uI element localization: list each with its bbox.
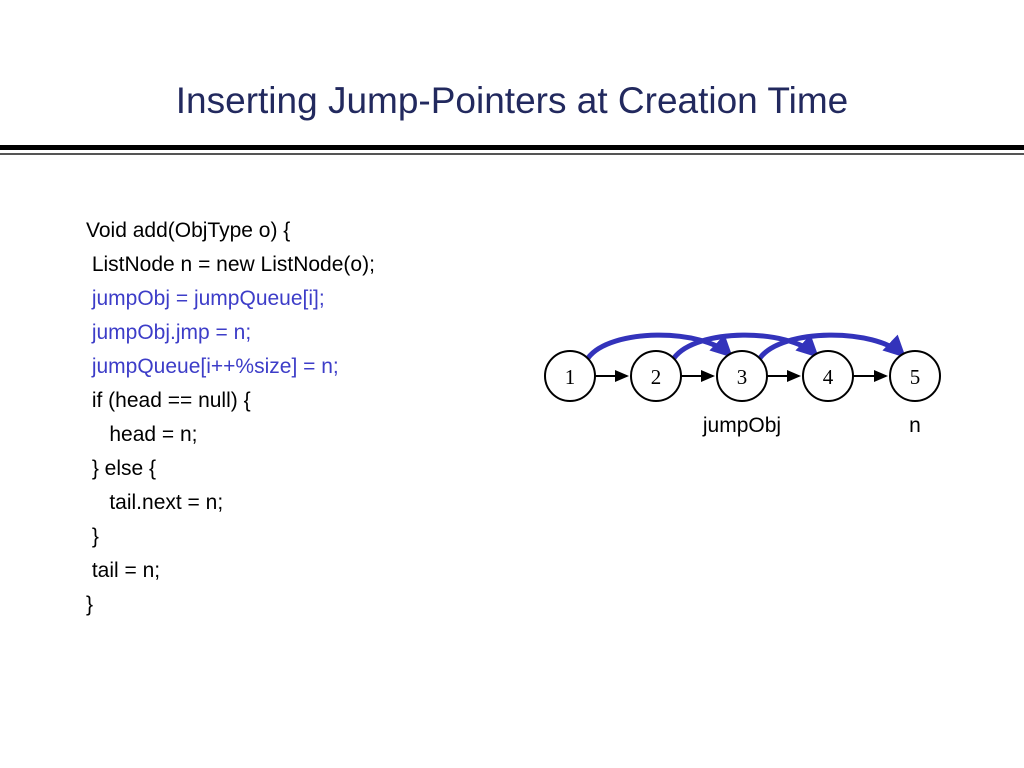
page-title: Inserting Jump-Pointers at Creation Time bbox=[175, 79, 849, 121]
node-label: 1 bbox=[565, 365, 576, 389]
divider-rule-thin bbox=[0, 153, 1024, 155]
code-line-highlighted: jumpQueue[i++%size] = n; bbox=[86, 355, 339, 378]
annotation-jumpobj: jumpObj bbox=[702, 414, 781, 437]
jump-arc-1-to-3 bbox=[585, 332, 733, 360]
list-node-2: 2 bbox=[630, 350, 682, 402]
list-node-5: 5 bbox=[889, 350, 941, 402]
code-line: } else { bbox=[86, 457, 157, 480]
divider-rule-gap bbox=[0, 150, 1024, 153]
jump-pointer-arcs bbox=[585, 332, 906, 360]
code-line-highlighted: jumpObj.jmp = n; bbox=[86, 321, 252, 344]
diagram-annotations: jumpObj n bbox=[702, 414, 921, 437]
node-label: 4 bbox=[823, 365, 834, 389]
list-node-3: 3 bbox=[716, 350, 768, 402]
code-listing: Void add(ObjType o) { ListNode n = new L… bbox=[86, 214, 506, 622]
list-node-4: 4 bbox=[802, 350, 854, 402]
list-nodes: 1 2 3 4 5 bbox=[544, 350, 941, 402]
code-line: } bbox=[86, 593, 94, 616]
title-divider bbox=[0, 145, 1024, 159]
code-line: tail = n; bbox=[86, 559, 161, 582]
jump-arc-3-to-5 bbox=[757, 332, 906, 360]
code-line: head = n; bbox=[86, 423, 198, 446]
jump-arc-2-to-4 bbox=[671, 332, 819, 360]
code-line: Void add(ObjType o) { bbox=[86, 219, 291, 242]
node-label: 2 bbox=[651, 365, 662, 389]
divider-rule-thick bbox=[0, 145, 1024, 150]
linked-list-diagram: 1 2 3 4 5 bbox=[530, 310, 950, 450]
code-line: tail.next = n; bbox=[86, 491, 224, 514]
node-label: 5 bbox=[910, 365, 921, 389]
code-line: if (head == null) { bbox=[86, 389, 251, 412]
code-line-highlighted: jumpObj = jumpQueue[i]; bbox=[86, 287, 325, 310]
node-label: 3 bbox=[737, 365, 748, 389]
list-node-1: 1 bbox=[544, 350, 596, 402]
code-line: } bbox=[86, 525, 99, 548]
annotation-n: n bbox=[909, 414, 921, 437]
code-line: ListNode n = new ListNode(o); bbox=[86, 253, 375, 276]
